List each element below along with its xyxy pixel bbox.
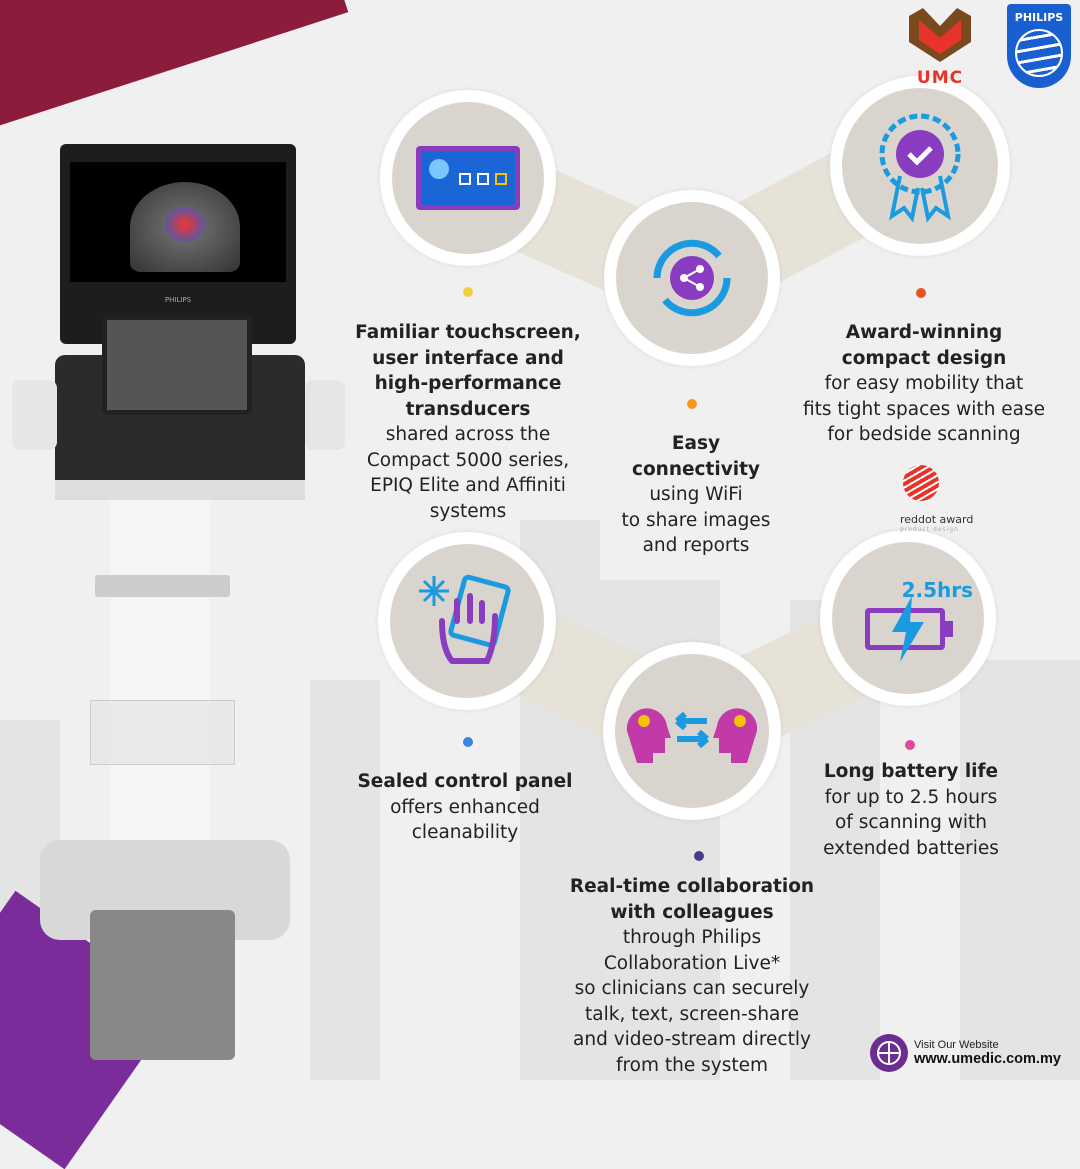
umc-logo: UMC [905, 4, 975, 88]
globe-icon [870, 1034, 908, 1072]
feature-dot [463, 287, 473, 297]
reddot-award-logo: reddot award product design [900, 465, 990, 533]
award-icon-circle [842, 88, 998, 244]
collaboration-icon [626, 708, 758, 763]
share-icon-circle [616, 202, 768, 354]
award-badge-icon [879, 113, 961, 223]
feature-dot [694, 851, 704, 861]
collaboration-icon-circle [615, 654, 769, 808]
battery-icon: 2.5hrs [843, 578, 973, 662]
clean-hand-icon [419, 574, 511, 664]
website-link[interactable]: Visit Our Website www.umedic.com.my [870, 1034, 1061, 1072]
touchscreen-icon-circle [392, 102, 544, 254]
feature-dot [687, 399, 697, 409]
monitor-brand: PHILIPS [164, 296, 192, 304]
ultrasound-screen [70, 162, 286, 282]
touchscreen [102, 315, 252, 415]
clean-icon-circle [390, 544, 544, 698]
philips-logo: PHILIPS [1007, 4, 1071, 88]
touchscreen-icon [416, 146, 520, 210]
monitor: PHILIPS [60, 144, 296, 344]
ultrasound-machine: PHILIPS [0, 140, 345, 1080]
reddot-icon [903, 465, 939, 501]
feature-dot [905, 740, 915, 750]
feature-dot [916, 288, 926, 298]
battery-icon-circle: 2.5hrs [832, 542, 984, 694]
feature-dot [463, 737, 473, 747]
share-sync-icon [653, 239, 731, 317]
